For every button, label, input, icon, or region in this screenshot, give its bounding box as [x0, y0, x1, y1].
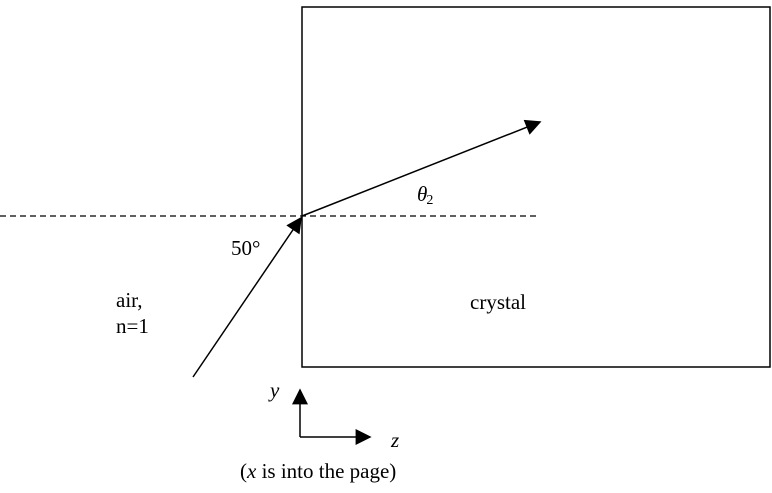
refraction-angle-label: θ2 [417, 184, 433, 208]
theta-symbol: θ [417, 182, 428, 206]
refracted-ray [301, 119, 542, 217]
crystal-label: crystal [470, 290, 526, 314]
medium-index-label: n=1 [116, 314, 149, 338]
y-axis-label: y [270, 378, 280, 402]
z-axis-label: z [391, 428, 400, 452]
axis-note-rest: is into the page) [256, 459, 397, 483]
axis-note: (x is into the page) [240, 461, 396, 482]
crystal-block [301, 6, 771, 368]
medium-name-label: air, [116, 288, 143, 312]
axis-note-open: ( [240, 459, 247, 483]
incident-angle-label: 50° [231, 236, 261, 260]
axis-note-x: x [247, 459, 257, 483]
theta-subscript: 2 [426, 193, 434, 208]
incident-ray [192, 216, 302, 378]
